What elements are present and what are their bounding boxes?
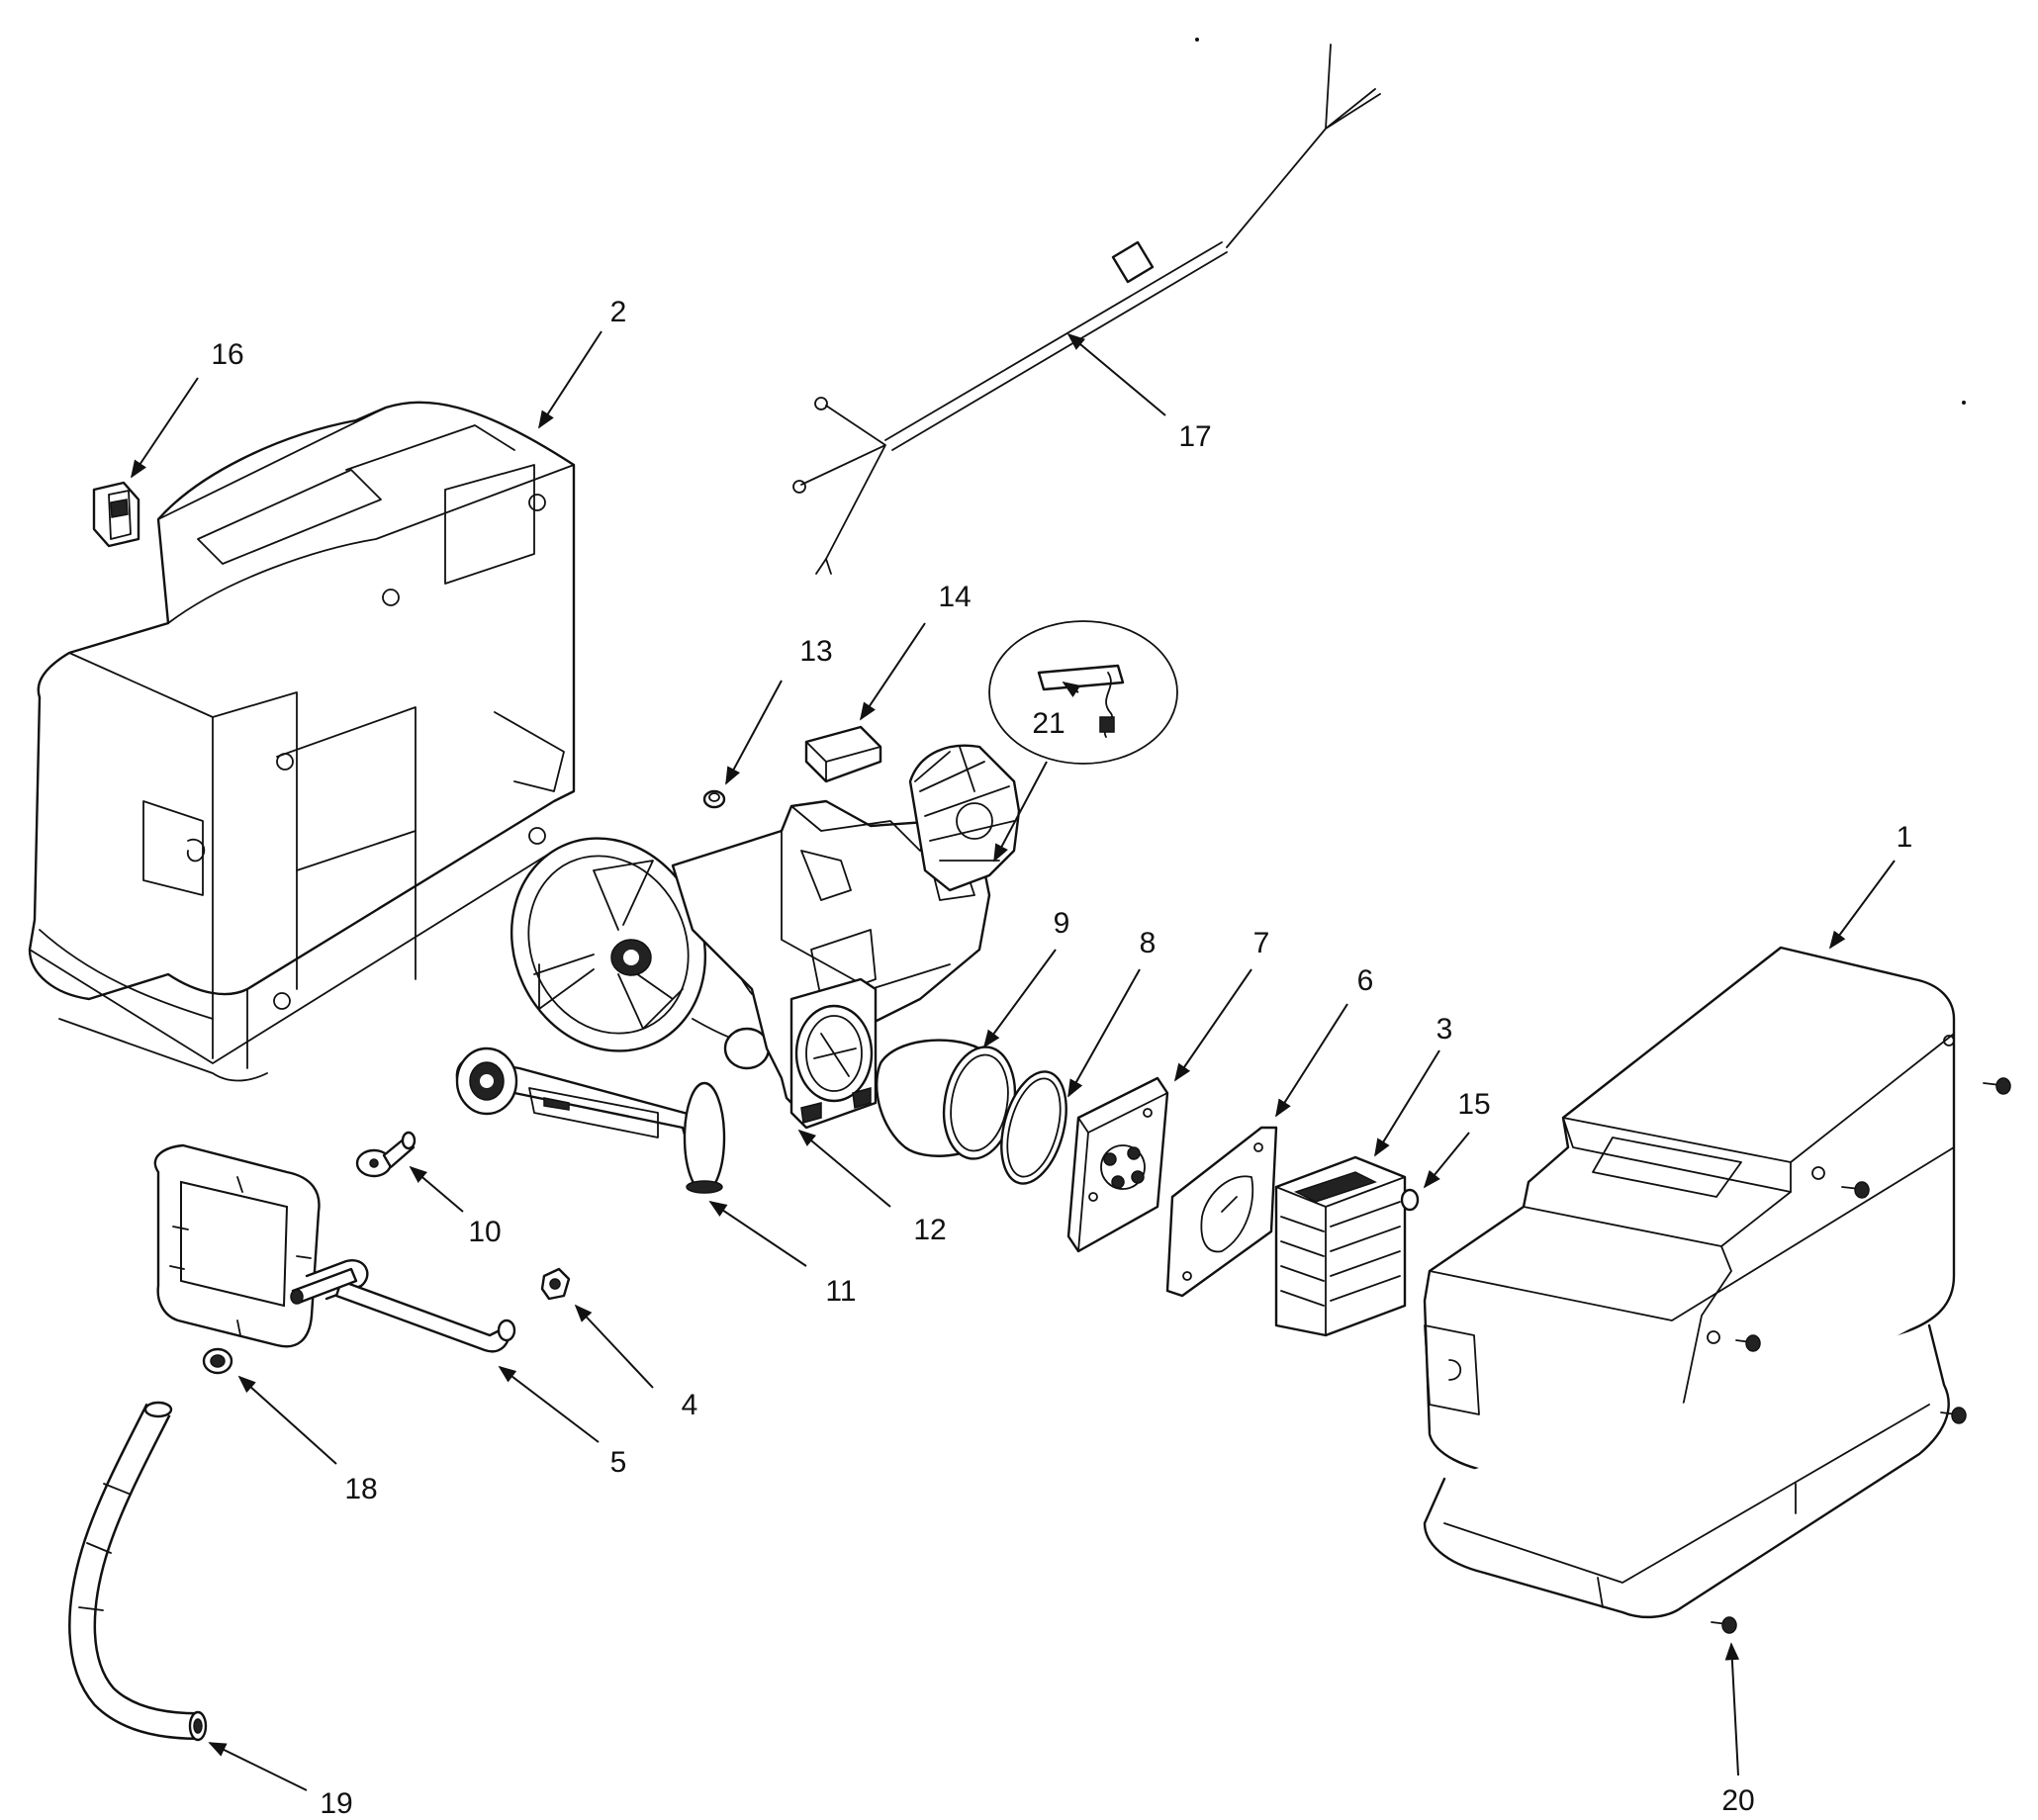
leader-arrows [130,330,1896,1791]
callout-20: 20 [1721,1784,1754,1817]
callout-12: 12 [913,1214,946,1246]
switch-part [92,481,140,548]
leader-12 [797,1129,891,1208]
leader-6 [1275,1003,1348,1118]
scan-speck [1195,38,1199,42]
rear-shroud-part [28,401,576,1082]
callout-13: 13 [799,635,832,668]
cylinder-head-part [1274,1155,1407,1337]
leader-7 [1173,968,1252,1082]
callout-labels: 1 2 3 4 5 6 7 8 9 10 11 12 13 14 15 16 1… [211,296,1912,1820]
pump-motor-assembly-part [510,744,1021,1130]
leader-20 [1724,1642,1740,1776]
leader-18 [237,1375,337,1465]
leader-16 [130,377,199,479]
callout-2: 2 [610,296,627,328]
nut-part [540,1267,571,1301]
callout-5: 5 [610,1446,627,1479]
leader-2 [538,330,602,429]
leader-9 [982,949,1057,1048]
callout-9: 9 [1054,907,1070,940]
callout-21: 21 [1032,707,1065,740]
valve-plate-part [1066,1076,1169,1253]
leader-15 [1423,1132,1470,1189]
callout-17: 17 [1178,420,1211,453]
leader-21a [993,761,1048,863]
callout-14: 14 [938,581,971,613]
fitting-part [1400,1188,1420,1212]
callout-8: 8 [1140,927,1157,959]
detail-bubble-part [988,620,1178,765]
bolts-part [1711,1077,2011,1634]
front-shroud-part [1423,946,1956,1619]
callout-10: 10 [468,1216,501,1248]
callout-18: 18 [344,1473,377,1505]
callout-16: 16 [211,338,243,371]
callout-1: 1 [1897,821,1913,854]
leader-10 [409,1165,464,1213]
callout-19: 19 [320,1787,352,1820]
leader-5 [498,1365,600,1443]
handle-tube-part [153,1143,516,1353]
plug-part [702,789,726,809]
leader-14 [859,622,926,721]
scan-speck [1962,401,1966,405]
callout-6: 6 [1357,964,1374,997]
leader-1 [1828,860,1896,950]
leader-21b [1062,682,1081,697]
gasket-part [1165,1126,1278,1298]
hose-part [68,1401,208,1742]
leader-4 [574,1304,654,1389]
connecting-rod-part [455,1046,726,1194]
leader-11 [708,1200,807,1267]
leader-17 [1066,332,1166,416]
pad-part [804,725,882,783]
cylinder-sleeve-part [875,1039,1017,1160]
leader-19 [208,1742,308,1791]
callout-11: 11 [825,1275,856,1308]
callout-15: 15 [1457,1088,1490,1121]
callout-3: 3 [1436,1013,1453,1046]
power-cord-part [792,44,1381,575]
leader-13 [725,680,783,785]
leader-8 [1067,968,1141,1098]
callout-7: 7 [1253,927,1270,959]
clamp-part [202,1347,233,1375]
screw-part [355,1131,417,1178]
leader-3 [1374,1049,1440,1157]
callout-4: 4 [682,1389,698,1421]
o-ring-part [1000,1070,1067,1185]
